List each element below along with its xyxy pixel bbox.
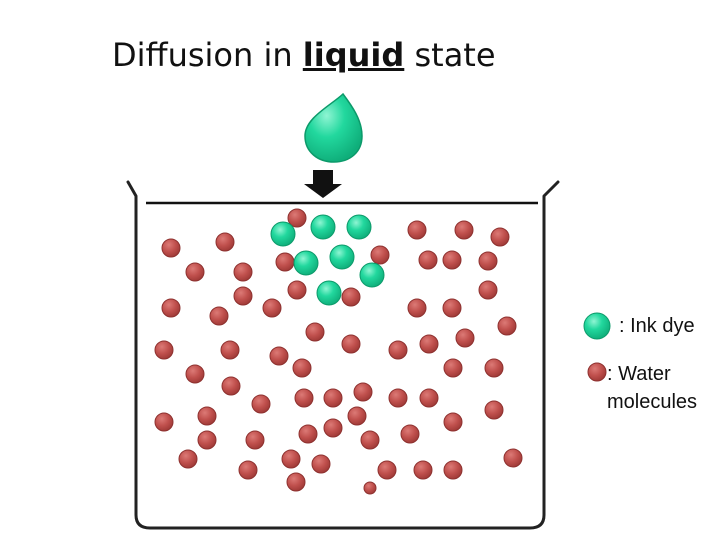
water-molecule xyxy=(401,425,419,443)
arrow-down-icon xyxy=(304,170,342,198)
water-molecule xyxy=(354,383,372,401)
water-molecule xyxy=(479,281,497,299)
water-molecule xyxy=(479,252,497,270)
legend-water-swatch xyxy=(588,363,606,381)
water-molecule xyxy=(414,461,432,479)
legend-water-label-line2: molecules xyxy=(607,389,697,415)
water-molecule xyxy=(324,389,342,407)
ink-dye-molecule xyxy=(311,215,335,239)
water-molecule xyxy=(444,359,462,377)
water-molecule xyxy=(234,287,252,305)
ink-dye-molecule xyxy=(271,222,295,246)
water-molecule xyxy=(378,461,396,479)
water-molecule xyxy=(263,299,281,317)
water-molecule xyxy=(444,413,462,431)
ink-dye-molecule xyxy=(347,215,371,239)
water-molecule xyxy=(198,407,216,425)
water-molecule xyxy=(408,299,426,317)
ink-dye-molecule xyxy=(294,251,318,275)
water-molecule xyxy=(295,389,313,407)
water-molecule xyxy=(276,253,294,271)
water-molecule xyxy=(162,239,180,257)
water-molecule xyxy=(239,461,257,479)
water-molecule xyxy=(186,263,204,281)
water-molecule xyxy=(186,365,204,383)
ink-dye-molecule xyxy=(330,245,354,269)
water-molecule xyxy=(270,347,288,365)
ink-dye-molecule xyxy=(360,263,384,287)
water-molecule xyxy=(306,323,324,341)
water-molecule xyxy=(361,431,379,449)
water-molecule xyxy=(498,317,516,335)
water-molecule xyxy=(162,299,180,317)
water-molecule xyxy=(155,341,173,359)
water-molecule xyxy=(444,461,462,479)
legend-ink-label: : Ink dye xyxy=(619,313,695,339)
water-molecule xyxy=(312,455,330,473)
water-molecule xyxy=(455,221,473,239)
water-molecule xyxy=(342,288,360,306)
water-molecule xyxy=(221,341,239,359)
water-molecule xyxy=(443,299,461,317)
water-molecule xyxy=(293,359,311,377)
ink-dye-molecule xyxy=(317,281,341,305)
legend-ink-swatch xyxy=(584,313,610,339)
water-molecule xyxy=(389,341,407,359)
water-molecule xyxy=(504,449,522,467)
water-molecule xyxy=(234,263,252,281)
legend-water-label-line1: : Water xyxy=(607,361,671,387)
water-molecule xyxy=(456,329,474,347)
water-molecule xyxy=(485,401,503,419)
water-molecule xyxy=(389,389,407,407)
water-molecule xyxy=(155,413,173,431)
water-molecule xyxy=(443,251,461,269)
water-molecule xyxy=(198,431,216,449)
water-molecule xyxy=(282,450,300,468)
water-molecule xyxy=(371,246,389,264)
water-molecule xyxy=(408,221,426,239)
water-molecule xyxy=(348,407,366,425)
water-molecule xyxy=(216,233,234,251)
water-molecule xyxy=(420,389,438,407)
water-molecule xyxy=(342,335,360,353)
water-molecule xyxy=(419,251,437,269)
water-molecule xyxy=(299,425,317,443)
water-molecule xyxy=(420,335,438,353)
water-molecule xyxy=(324,419,342,437)
water-molecule xyxy=(246,431,264,449)
ink-drop-icon xyxy=(305,94,362,162)
water-molecule xyxy=(288,281,306,299)
water-molecule xyxy=(287,473,305,491)
water-molecule xyxy=(252,395,270,413)
water-molecule xyxy=(179,450,197,468)
water-molecule xyxy=(222,377,240,395)
water-molecule xyxy=(210,307,228,325)
water-molecule xyxy=(491,228,509,246)
water-molecule xyxy=(485,359,503,377)
water-molecule xyxy=(364,482,376,494)
